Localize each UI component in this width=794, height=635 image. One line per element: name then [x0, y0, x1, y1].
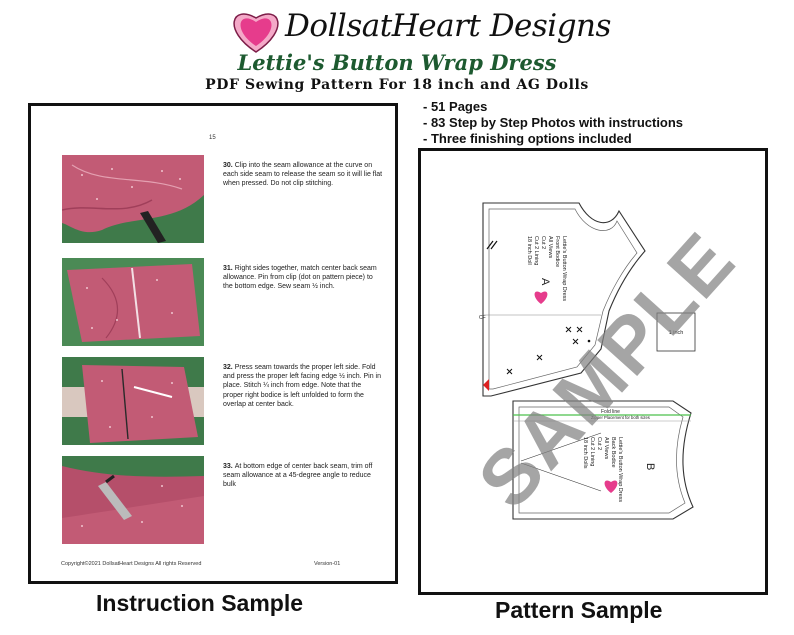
front-label-line: Front Bodice — [554, 236, 560, 267]
step-photo — [62, 357, 204, 445]
step-text: 31.Right sides together, match center ba… — [223, 264, 383, 292]
front-heart-icon — [534, 291, 548, 304]
product-title: Lettie's Button Wrap Dress — [237, 50, 557, 75]
product-subtitle: PDF Sewing Pattern For 18 inch and AG Do… — [205, 77, 589, 93]
step-description: At bottom edge of center back seam, trim… — [223, 463, 373, 489]
back-label-line: 18 inch Dolls — [582, 437, 588, 469]
front-piece-letter: A — [539, 278, 551, 286]
brand-name: DollsatHeart Designs — [285, 8, 611, 44]
step-number: 30. — [223, 162, 233, 169]
copyright-notice: Copyright©2021 DollsatHeart Designs All … — [61, 561, 202, 567]
back-bodice-outline — [512, 400, 694, 520]
step-description: Right sides together, match center back … — [223, 265, 377, 291]
instruction-step: 33.At bottom edge of center back seam, t… — [62, 456, 382, 544]
back-label-line: Back Bodice — [610, 437, 616, 468]
front-label-line: 18 inch Doll — [526, 236, 532, 265]
step-text: 32.Press seam towards the proper left si… — [223, 363, 383, 409]
pattern-caption: Pattern Sample — [495, 597, 663, 623]
front-bodice-outline — [482, 202, 646, 397]
scale-box-label: 1 inch — [669, 330, 684, 336]
step-photo — [62, 456, 204, 544]
step-description: Press seam towards the proper left side.… — [223, 364, 381, 408]
heart-logo-icon — [233, 13, 279, 53]
instruction-step: 30.Clip into the seam allowance at the c… — [62, 155, 382, 243]
front-label-line: Cut 2 — [540, 236, 546, 249]
step-number: 32. — [223, 364, 233, 371]
feature-list: 51 Pages 83 Step by Step Photos with ins… — [423, 99, 683, 147]
back-heart-icon — [604, 480, 618, 493]
front-label-line: All Views — [547, 236, 553, 258]
back-label-line: Cut 2 Lining — [589, 437, 595, 466]
instruction-caption: Instruction Sample — [96, 590, 304, 616]
instruction-step: 32.Press seam towards the proper left si… — [62, 357, 382, 445]
feature-item: 83 Step by Step Photos with instructions — [423, 115, 683, 131]
pattern-page: CF Lettie's Button Wrap Dress Front Bodi… — [418, 148, 768, 595]
header: DollsatHeart Designs Lettie's Button Wra… — [0, 0, 794, 98]
zipper-note: Zipper Placement for both sizes — [591, 415, 650, 420]
step-number: 31. — [223, 265, 233, 272]
page-number: 15 — [209, 135, 216, 141]
cf-label: CF — [479, 315, 486, 321]
back-label-line: Cut 2 — [596, 437, 602, 450]
instruction-step: 31.Right sides together, match center ba… — [62, 258, 382, 346]
back-piece-letter: B — [644, 463, 656, 470]
instruction-page: 15 30.Clip into the seam allowance at th… — [28, 103, 398, 584]
step-number: 33. — [223, 463, 233, 470]
back-bodice-inner-outline — [518, 406, 686, 514]
back-label-line: Lettie's Button Wrap Dress — [617, 437, 623, 502]
feature-item: 51 Pages — [423, 99, 683, 115]
pattern-drawing: CF Lettie's Button Wrap Dress Front Bodi… — [479, 202, 696, 520]
step-text: 30.Clip into the seam allowance at the c… — [223, 161, 383, 189]
version-label: Version-01 — [314, 561, 341, 567]
step-description: Clip into the seam allowance at the curv… — [223, 162, 383, 188]
feature-item: Three finishing options included — [423, 131, 683, 147]
step-photo — [62, 155, 204, 243]
step-photo — [62, 258, 204, 346]
front-label-line: Cut 2 Lining — [533, 236, 539, 265]
step-text: 33.At bottom edge of center back seam, t… — [223, 462, 383, 490]
fold-line-label: Fold line — [601, 409, 620, 415]
front-bodice-inner-outline — [488, 208, 638, 390]
front-label-line: Lettie's Button Wrap Dress — [561, 236, 567, 301]
back-label-line: All Views — [603, 437, 609, 459]
